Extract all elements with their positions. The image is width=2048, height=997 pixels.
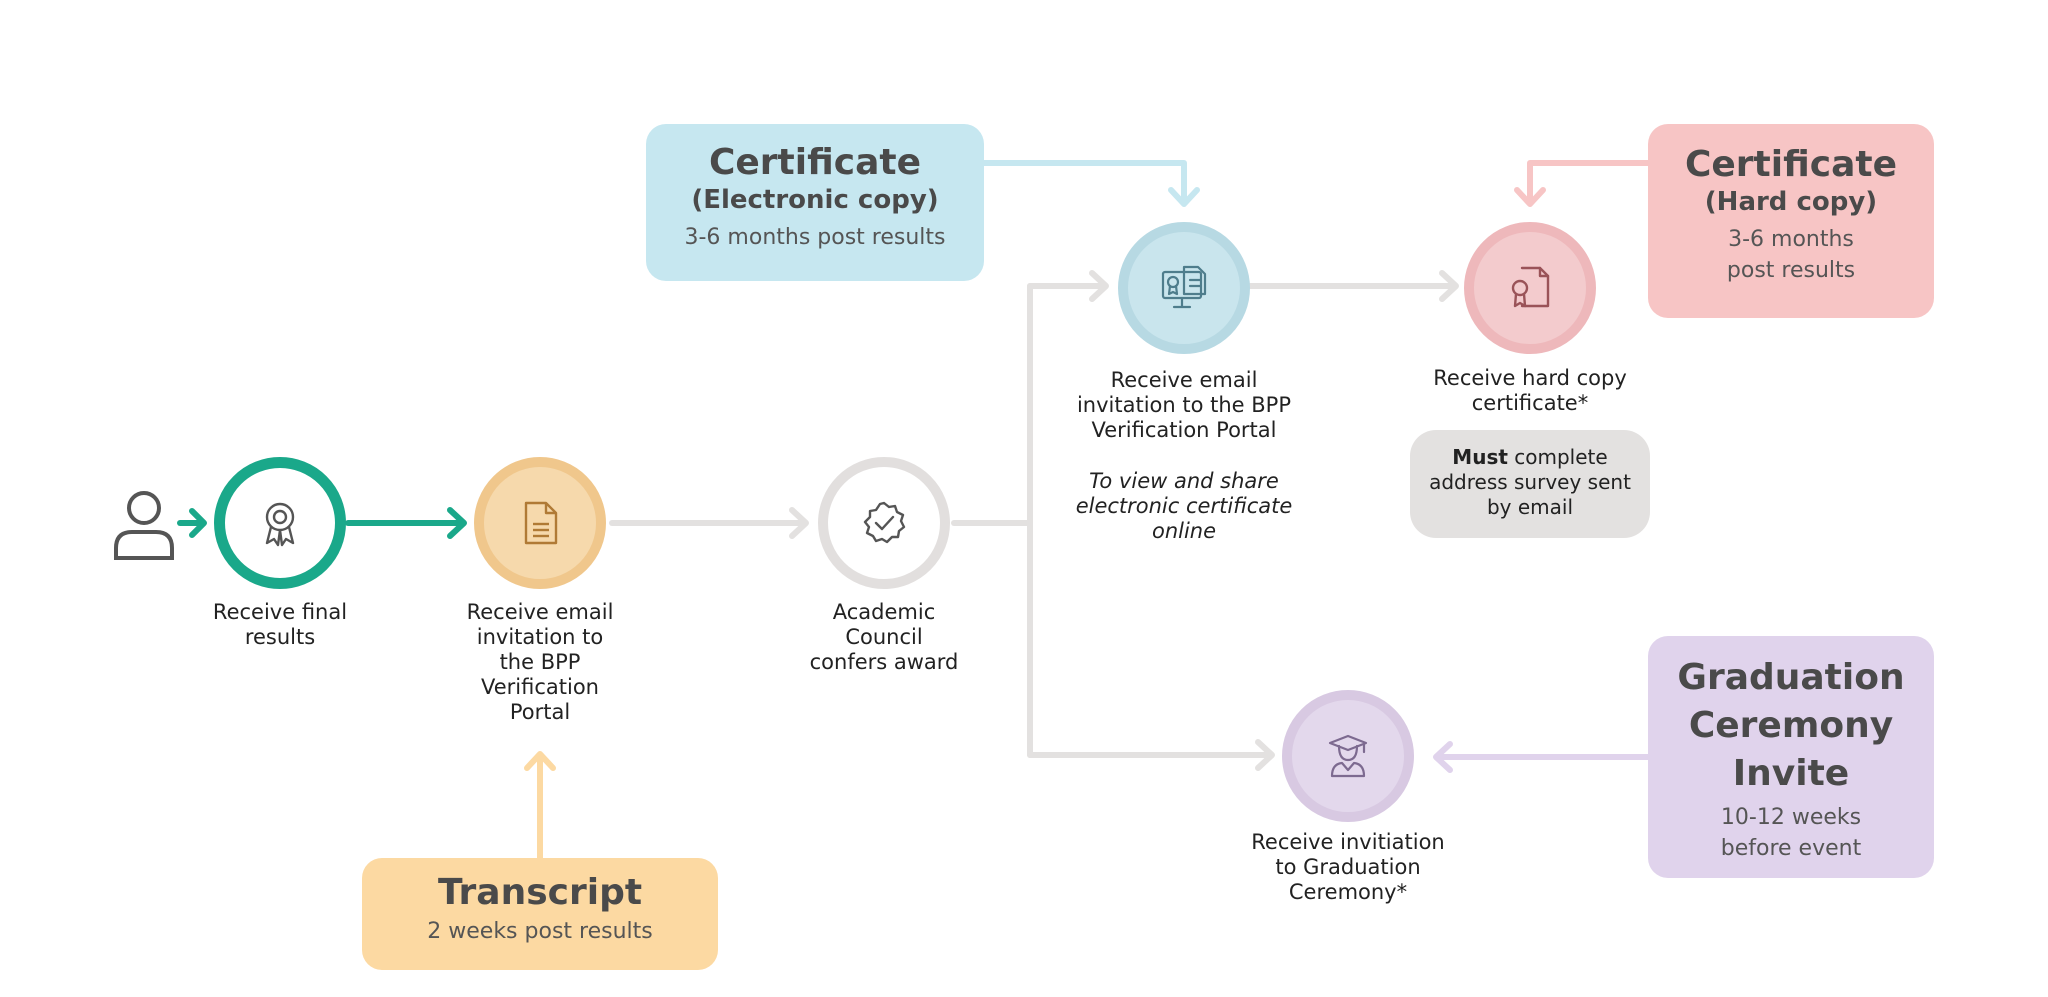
arrowhead-electronic-box	[1168, 187, 1200, 207]
label-academic-council-line: Academic	[832, 600, 936, 624]
award-ribbon-icon	[265, 502, 295, 547]
label-hard-copy-line: Receive hard copy	[1433, 366, 1627, 390]
connector-hardcopy-box	[1527, 160, 1651, 205]
arrowhead-branch-to-electronic	[1089, 270, 1109, 302]
box-certificate-hard-note-line: post results	[1726, 258, 1856, 283]
survey-note-line-1-rest: complete	[1507, 445, 1608, 469]
box-transcript: Transcript 2 weeks post results	[362, 858, 718, 970]
label-academic-council: Academic Council confers award	[784, 600, 984, 675]
label-electronic-certificate-line: invitation to the BPP	[1076, 393, 1292, 417]
node-hard-copy	[1464, 222, 1596, 354]
node-academic-council	[818, 457, 950, 589]
graduate-icon	[1328, 734, 1368, 778]
node-electronic-certificate	[1118, 222, 1250, 354]
user-icon	[114, 491, 174, 560]
box-transcript-title: Transcript	[437, 872, 643, 913]
arrowhead-user-to-results	[189, 508, 207, 538]
box-graduation-invite: Graduation Ceremony Invite 10-12 weeks b…	[1648, 636, 1934, 878]
box-graduation-invite-title-line: Invite	[1732, 753, 1850, 794]
arrowhead-electronic-to-hardcopy	[1439, 270, 1459, 302]
arrowhead-graduation-box	[1433, 741, 1453, 773]
arrowhead-invite-to-council	[789, 507, 809, 539]
node-graduation	[1282, 690, 1414, 822]
node-transcript-invite	[474, 457, 606, 589]
certificate-document-icon	[1511, 266, 1550, 308]
survey-note-line-2: address survey sent	[1429, 470, 1631, 494]
box-graduation-invite-note-line: 10-12 weeks	[1720, 805, 1862, 830]
box-certificate-hard: Certificate (Hard copy) 3-6 months post …	[1648, 124, 1934, 318]
box-certificate-hard-subtitle: (Hard copy)	[1704, 187, 1878, 217]
label-transcript-invite-line: Verification	[481, 675, 599, 699]
verified-badge-icon	[863, 501, 906, 544]
box-certificate-electronic-note: 3-6 months post results	[684, 225, 946, 250]
box-graduation-invite-note-line: before event	[1720, 836, 1862, 861]
label-final-results-line: Receive final	[212, 600, 348, 624]
node-final-results	[214, 457, 346, 589]
label-transcript-invite: Receive email invitation to the BPP Veri…	[440, 600, 640, 725]
label-graduation-line: to Graduation	[1275, 855, 1421, 879]
label-electronic-certificate-line: Receive email	[1110, 368, 1258, 392]
survey-note: Must complete address survey sent by ema…	[1410, 430, 1650, 538]
box-certificate-hard-title: Certificate	[1684, 144, 1898, 185]
note-electronic-certificate-line: To view and share	[1089, 469, 1279, 493]
label-graduation-line: Ceremony*	[1288, 880, 1408, 904]
box-graduation-invite-title-line: Graduation	[1677, 657, 1905, 698]
label-electronic-certificate: Receive email invitation to the BPP Veri…	[1064, 368, 1304, 443]
survey-note-line-1: Must complete	[1410, 445, 1650, 470]
box-certificate-electronic-subtitle: (Electronic copy)	[691, 185, 939, 215]
document-icon	[524, 501, 558, 545]
label-transcript-invite-line: invitation to	[476, 625, 604, 649]
label-graduation-line: Receive invitiation	[1251, 830, 1445, 854]
label-academic-council-line: confers award	[809, 650, 959, 674]
box-certificate-hard-note-line: 3-6 months	[1728, 227, 1854, 252]
arrowhead-hardcopy-box	[1514, 187, 1546, 207]
label-transcript-invite-line: Receive email	[466, 600, 614, 624]
note-electronic-certificate: To view and share electronic certificate…	[1054, 469, 1314, 544]
arrowhead-branch-to-graduation	[1255, 739, 1275, 771]
box-graduation-invite-title-line: Ceremony	[1688, 705, 1894, 746]
box-certificate-electronic: Certificate (Electronic copy) 3-6 months…	[646, 124, 984, 281]
box-certificate-electronic-title: Certificate	[708, 142, 922, 183]
note-electronic-certificate-line: electronic certificate	[1075, 494, 1293, 518]
label-transcript-invite-line: Portal	[509, 700, 571, 724]
label-electronic-certificate-line: Verification Portal	[1091, 418, 1277, 442]
label-final-results-line: results	[244, 625, 316, 649]
label-graduation: Receive invitiation to Graduation Ceremo…	[1238, 830, 1458, 905]
label-hard-copy-line: certificate*	[1471, 391, 1589, 415]
label-transcript-invite-line: the BPP	[499, 650, 581, 674]
survey-note-line-3: by email	[1486, 495, 1574, 519]
label-final-results: Receive final results	[178, 600, 382, 650]
note-electronic-certificate-line: online	[1151, 519, 1217, 543]
arrowhead-transcript-box	[524, 751, 556, 771]
connector-electronic-box	[981, 160, 1187, 205]
arrowhead-results-to-invite	[447, 507, 467, 539]
label-academic-council-line: Council	[845, 625, 923, 649]
label-hard-copy: Receive hard copy certificate*	[1420, 366, 1640, 416]
survey-note-bold: Must	[1452, 445, 1508, 469]
monitor-certificate-icon	[1161, 265, 1207, 309]
box-transcript-note: 2 weeks post results	[427, 919, 653, 944]
